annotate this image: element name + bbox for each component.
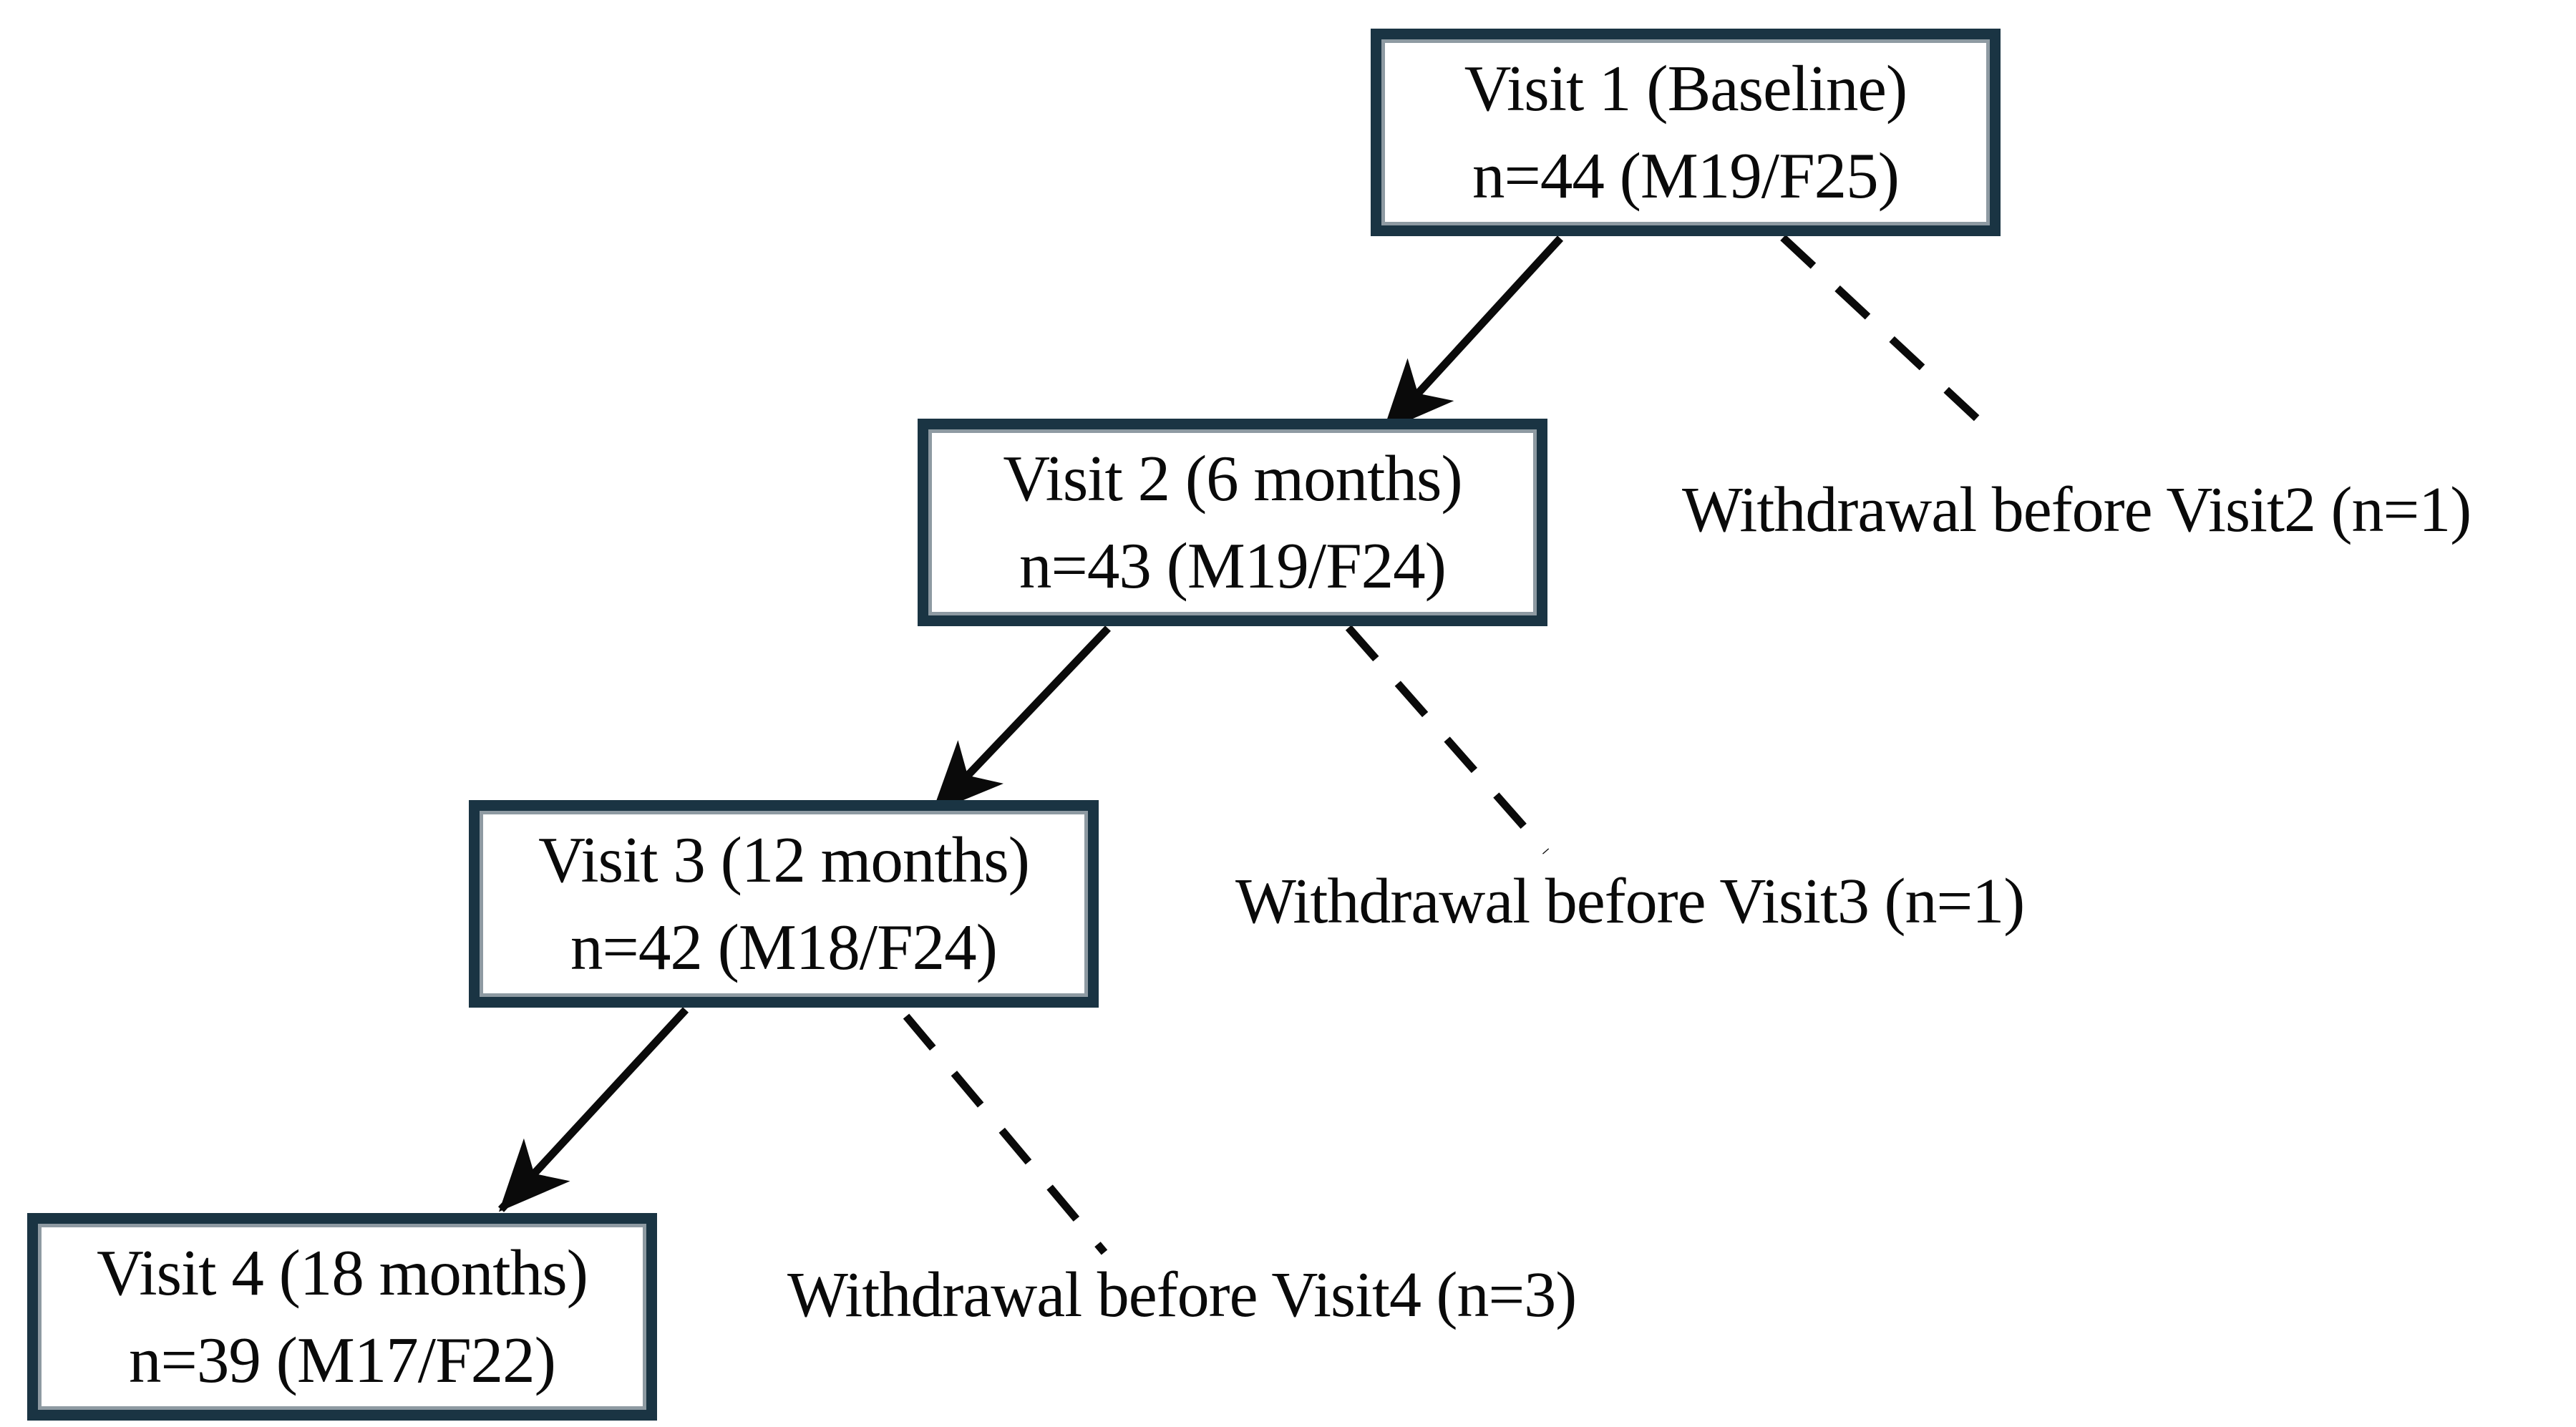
node-visit-4-title: Visit 4 (18 months) — [97, 1237, 588, 1309]
node-visit-2-title: Visit 2 (6 months) — [1003, 442, 1462, 515]
withdrawal-label-visit3: Withdrawal before Visit3 (n=1) — [1235, 866, 2025, 937]
arrow-visit1-to-visit2-icon — [1381, 235, 1564, 432]
withdrawal-label-visit2: Withdrawal before Visit2 (n=1) — [1682, 474, 2471, 545]
dashed-line-withdrawal-visit3-icon — [1345, 625, 1550, 854]
arrow-visit2-to-visit3-icon — [931, 625, 1111, 814]
node-visit-3-title: Visit 3 (12 months) — [538, 824, 1030, 896]
node-visit-4: Visit 4 (18 months) n=39 (M17/F22) — [27, 1213, 657, 1421]
withdrawal-label-visit4: Withdrawal before Visit4 (n=3) — [787, 1260, 1577, 1330]
dashed-line-withdrawal-visit2-icon — [1780, 234, 1987, 429]
node-visit-1-subtitle: n=44 (M19/F25) — [1472, 140, 1900, 212]
node-visit-1-title: Visit 1 (Baseline) — [1464, 52, 1907, 125]
node-visit-2: Visit 2 (6 months) n=43 (M19/F24) — [918, 419, 1547, 626]
node-visit-3: Visit 3 (12 months) n=42 (M18/F24) — [469, 800, 1099, 1008]
node-visit-3-subtitle: n=42 (M18/F24) — [570, 911, 998, 983]
node-visit-4-subtitle: n=39 (M17/F22) — [129, 1324, 556, 1396]
node-visit-1: Visit 1 (Baseline) n=44 (M19/F25) — [1371, 29, 2001, 236]
arrow-visit3-to-visit4-icon — [497, 1007, 689, 1212]
dashed-line-withdrawal-visit4-icon — [903, 1013, 1108, 1255]
node-visit-2-subtitle: n=43 (M19/F24) — [1019, 530, 1447, 602]
